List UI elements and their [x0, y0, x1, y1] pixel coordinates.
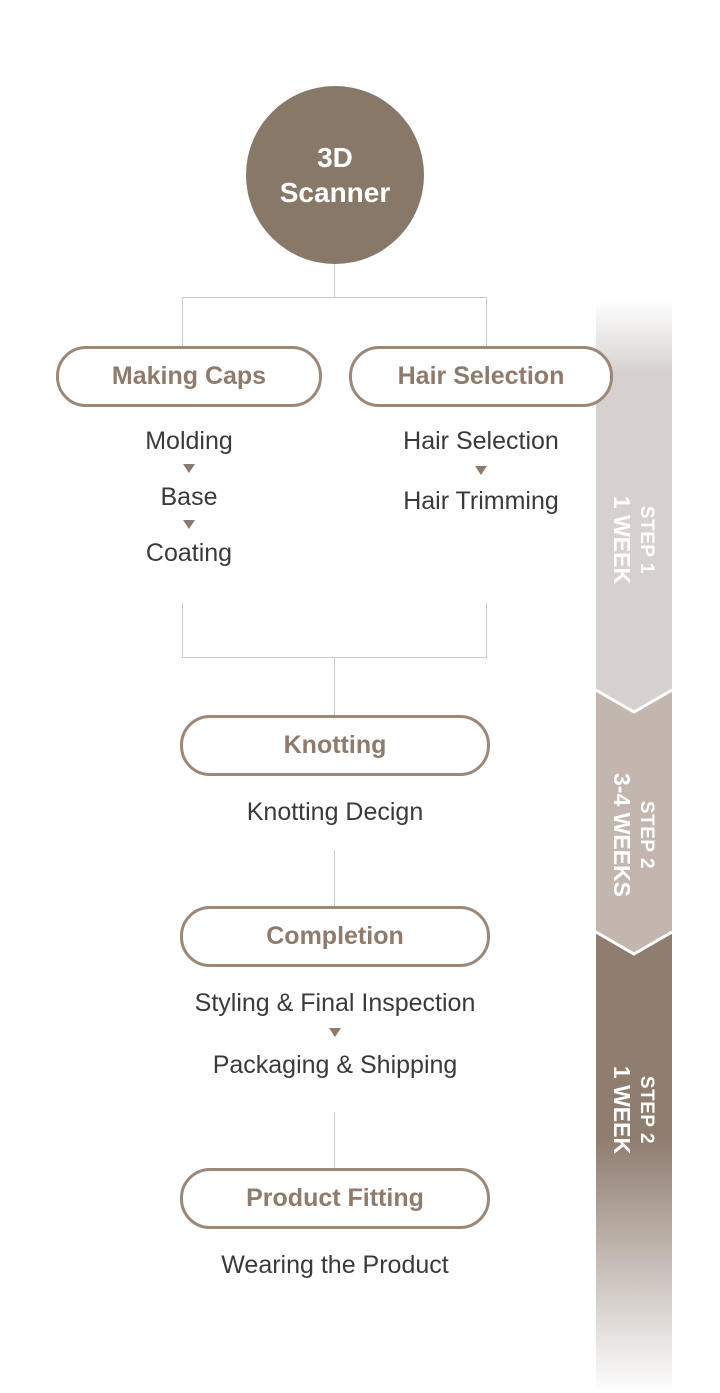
timeline-step-1: STEP 1 — [636, 505, 657, 575]
step-coating: Coating — [145, 539, 233, 567]
step-molding: Molding — [145, 427, 233, 455]
timeline-step-2: STEP 2 — [636, 800, 658, 870]
connector-branch-right-top — [486, 297, 487, 347]
knotting-steps: Knotting Decign — [160, 797, 510, 827]
connector-knotting-down — [334, 850, 335, 907]
timeline-bar — [596, 300, 672, 1393]
completion-title: Completion — [266, 922, 404, 950]
completion-steps: Styling & Final Inspection Packaging & S… — [150, 988, 520, 1080]
making-caps-title: Making Caps — [111, 362, 267, 390]
connector-branch-top — [182, 297, 487, 298]
step-hair-selection: Hair Selection — [403, 427, 559, 455]
connector-branch-left-bottom — [182, 603, 183, 658]
product-fitting-steps: Wearing the Product — [150, 1250, 520, 1280]
connector-branch-left-top — [182, 297, 183, 347]
completion-node: Completion — [180, 906, 490, 967]
timeline-duration-2: 3-4 WEEKS — [609, 773, 636, 897]
scanner-node: 3D Scanner — [246, 86, 424, 264]
knotting-title: Knotting — [283, 731, 387, 759]
product-fitting-node: Product Fitting — [180, 1168, 490, 1229]
connector-scanner-down — [334, 264, 335, 297]
product-fitting-title: Product Fitting — [246, 1184, 424, 1212]
arrow-down-icon — [475, 466, 487, 475]
arrow-down-icon — [183, 464, 195, 473]
timeline-label-1: STEP 1 1 WEEK — [596, 440, 672, 640]
step-packaging-shipping: Packaging & Shipping — [212, 1051, 458, 1079]
connector-branch-right-bottom — [486, 603, 487, 658]
hair-selection-steps: Hair Selection Hair Trimming — [371, 426, 591, 516]
making-caps-steps: Molding Base Coating — [84, 426, 294, 568]
making-caps-node: Making Caps — [56, 346, 322, 407]
timeline-label-2: STEP 2 3-4 WEEKS — [596, 720, 672, 950]
step-hair-trimming: Hair Trimming — [403, 487, 559, 515]
timeline-duration-3: 1 WEEK — [609, 1065, 635, 1155]
knotting-node: Knotting — [180, 715, 490, 776]
timeline-segment-3 — [596, 932, 672, 1393]
step-styling-inspection: Styling & Final Inspection — [194, 989, 476, 1017]
hair-selection-title: Hair Selection — [397, 362, 565, 390]
timeline-label-3: STEP 2 1 WEEK — [596, 1010, 672, 1210]
step-knotting-design: Knotting Decign — [246, 798, 424, 826]
hair-selection-node: Hair Selection — [349, 346, 613, 407]
step-wearing-product: Wearing the Product — [221, 1251, 449, 1279]
timeline-step-3: STEP 2 — [636, 1075, 657, 1145]
scanner-label: 3D Scanner — [279, 142, 391, 208]
timeline-duration-1: 1 WEEK — [609, 495, 635, 585]
arrow-down-icon — [183, 520, 195, 529]
timeline-segment-1 — [596, 300, 672, 712]
connector-merge-down — [334, 657, 335, 715]
step-base: Base — [160, 483, 218, 511]
timeline-segment-2 — [596, 690, 672, 954]
connector-completion-down — [334, 1112, 335, 1168]
arrow-down-icon — [329, 1028, 341, 1037]
